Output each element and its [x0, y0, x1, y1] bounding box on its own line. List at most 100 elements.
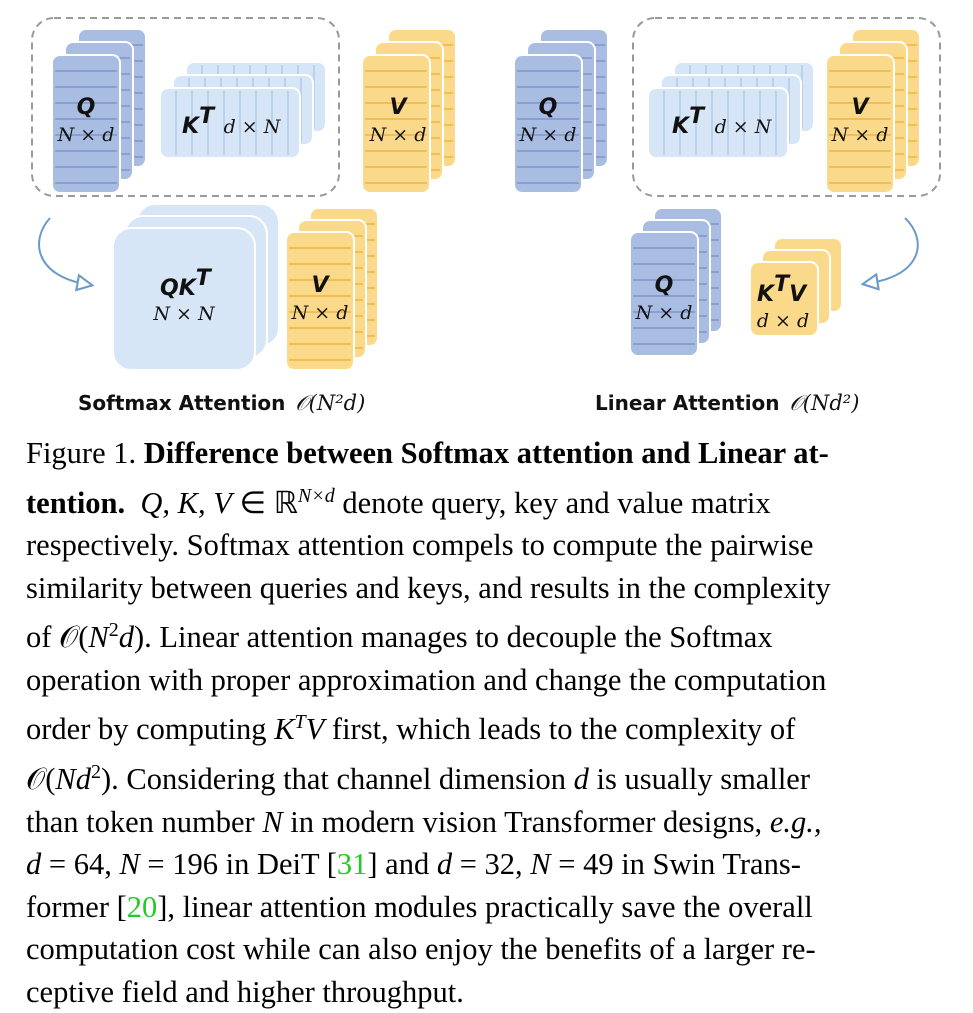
svg-text:V: V [851, 95, 870, 120]
citation-link-31[interactable]: 31 [336, 847, 368, 882]
citation-link-20[interactable]: 20 [126, 889, 158, 924]
matrix-sheet [513, 54, 583, 194]
linear-q2-matrix [629, 207, 723, 357]
linear-kt-label: KT d × N [672, 104, 773, 139]
caption-line-7: order by computing KTV first, which lead… [26, 701, 948, 751]
math-var: d [118, 620, 134, 655]
matrix-sheet [749, 261, 819, 337]
figure-caption: Figure 1. Difference between Softmax att… [26, 432, 948, 1013]
figure-number: Figure 1. [26, 436, 144, 470]
caption-text: ). Considering that channel dimension [100, 762, 574, 797]
math-var: Nd [55, 762, 91, 797]
svg-text:Q: Q [77, 95, 96, 120]
svg-text:Q: Q [655, 273, 674, 298]
svg-text:N × N: N × N [152, 303, 216, 325]
math-var: N [262, 804, 283, 839]
caption-text: = 49 in Swin Trans- [550, 847, 801, 882]
linear-kt-matrix [647, 61, 815, 159]
caption-line-12: computation cost while can also enjoy th… [26, 932, 816, 967]
linear-group-box [632, 17, 941, 197]
math-var: K [274, 712, 295, 747]
caption-text: ). Linear attention manages to decouple … [134, 620, 773, 655]
svg-text:N × d: N × d [369, 124, 427, 146]
softmax-kt-label: KT d × N [182, 104, 282, 139]
linear-q-matrix [513, 28, 609, 194]
matrix-sheet [361, 54, 431, 194]
eg-abbrev: e.g., [769, 804, 822, 839]
math-var: d [436, 847, 453, 882]
caption-line-11: former [20], linear attention modules pr… [26, 886, 948, 929]
caption-text: denote query, key and value matrix [334, 485, 771, 520]
math-sup: T [294, 711, 306, 734]
svg-text:KT: KT [672, 104, 706, 139]
svg-text:N × d: N × d [57, 124, 115, 146]
softmax-kt-matrix [159, 61, 327, 159]
math-sup: 2 [108, 619, 119, 642]
linear-q2-label: Q N × d [635, 273, 693, 324]
caption-title-part-1: Difference between Softmax attention and… [143, 436, 829, 470]
caption-line-8: 𝒪(Nd2). Considering that channel dimensi… [26, 751, 948, 801]
caption-line-1: Figure 1. Difference between Softmax att… [26, 432, 948, 475]
svg-text:N × d: N × d [831, 124, 889, 146]
math-var: d [26, 847, 42, 882]
caption-text: order by computing [26, 712, 275, 747]
caption-line-10: d = 64, N = 196 in DeiT [31] and d = 32,… [26, 843, 948, 886]
softmax-v-label: V N × d [369, 95, 427, 146]
caption-text: of 𝒪( [26, 620, 89, 655]
matrix-sheet [112, 227, 256, 371]
svg-text:V: V [389, 95, 408, 120]
real-space-symbol: ∈ ℝ [231, 485, 298, 520]
softmax-v2-label: V N × d [291, 273, 349, 324]
math-var: N [119, 847, 140, 882]
softmax-v2-matrix [285, 207, 379, 371]
ktv-matrix [749, 237, 843, 337]
caption-line-2: tention. Q, K, V ∈ ℝN×d denote query, ke… [26, 475, 948, 525]
softmax-v-matrix [361, 28, 457, 194]
caption-line-6: operation with proper approximation and … [26, 662, 827, 697]
caption-text: = 196 in DeiT [ [139, 847, 337, 882]
caption-text: = 64, [41, 847, 120, 882]
qkt-matrix [112, 203, 280, 371]
caption-text: 𝒪( [26, 762, 56, 797]
caption-text: is usually smaller [588, 762, 810, 797]
svg-text:KTV: KTV [757, 272, 808, 307]
svg-text:N × d: N × d [519, 124, 577, 146]
caption-line-3: respectively. Softmax attention compels … [26, 528, 814, 563]
matrix-sheet [285, 231, 355, 371]
caption-text: first, which leads to the complexity of [324, 712, 796, 747]
math-var: V [305, 712, 325, 747]
caption-text: than token number [26, 804, 263, 839]
matrix-sheet [51, 54, 121, 194]
softmax-q-matrix [51, 28, 147, 194]
softmax-curved-arrow [38, 217, 85, 284]
math-sup: 2 [90, 760, 101, 783]
math-var: d [573, 762, 589, 797]
softmax-q-label: Q N × d [57, 95, 115, 146]
qkv-math: Q, K, V [140, 485, 232, 520]
softmax-diagram: Q N × d KT d × N V N × d QKT N × N V N ×… [31, 17, 457, 415]
svg-text:V: V [311, 273, 330, 298]
svg-text:N × d: N × d [635, 302, 693, 324]
linear-curved-arrow [870, 217, 919, 283]
caption-line-9: than token number N in modern vision Tra… [26, 801, 948, 844]
svg-text:Q: Q [539, 95, 558, 120]
attention-comparison-figure: Q N × d KT d × N V N × d QKT N × N V N ×… [31, 17, 941, 415]
linear-v-label: V N × d [831, 95, 889, 146]
caption-line-4: similarity between queries and keys, and… [26, 570, 831, 605]
math-var: N [88, 620, 109, 655]
matrix-sheet [159, 87, 301, 159]
linear-v-matrix [825, 28, 921, 194]
linear-q-label: Q N × d [519, 95, 577, 146]
math-var: N [530, 847, 551, 882]
caption-text: ], linear attention modules practically … [157, 889, 813, 924]
caption-title-part-2: tention. [26, 485, 126, 520]
matrix-sheet [647, 87, 789, 159]
matrix-sheet [629, 231, 699, 357]
matrix-sheet [825, 54, 895, 194]
linear-diagram: Q N × d KT d × N V N × d Q N × d KTV d ×… [513, 17, 941, 415]
svg-text:QKT: QKT [160, 266, 213, 301]
svg-text:d × d: d × d [757, 310, 809, 332]
svg-text:d × N: d × N [715, 116, 773, 138]
